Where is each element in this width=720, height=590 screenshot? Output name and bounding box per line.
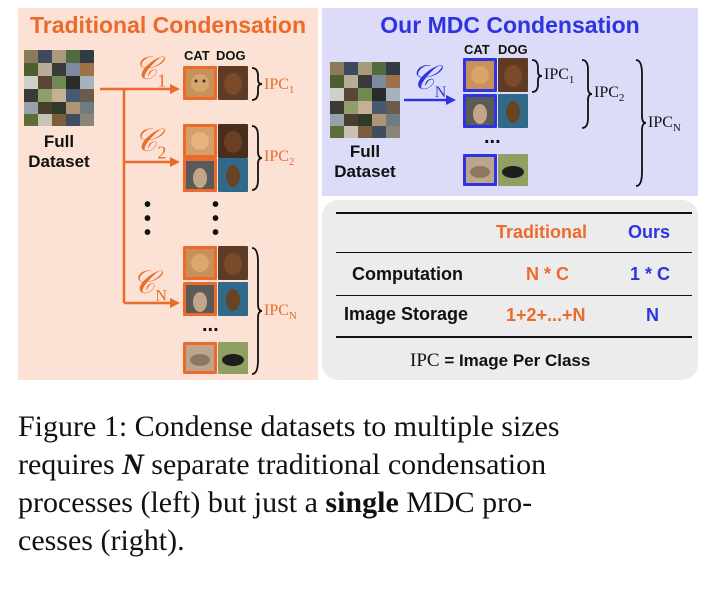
storage-ours: N (646, 305, 659, 325)
dog-label: DOG (216, 48, 246, 63)
ipc1-label: IPC1 (544, 66, 575, 87)
mdc-condenser-cn: 𝒞N (410, 60, 447, 101)
cat-image (463, 94, 497, 128)
caption-line-3: processes (left) but just a single MDC p… (18, 484, 702, 522)
row-label-computation: Computation (352, 264, 463, 284)
condenser-c1: 𝒞1 (134, 50, 167, 91)
cat-image (183, 158, 217, 192)
ipc1-label: IPC1 (264, 76, 295, 97)
ellipsis: ... (484, 126, 501, 148)
cat-image (463, 154, 497, 186)
ipc2-brace (581, 59, 593, 129)
ipc-footnote-text: = Image Per Class (444, 351, 591, 370)
ipc1-brace (251, 67, 263, 101)
computation-traditional: N * C (526, 264, 570, 284)
dog-image (498, 94, 528, 128)
caption-line-2-post: separate traditional condensation (151, 448, 547, 481)
caption-line-4: cesses (right). (18, 524, 185, 557)
ipc2-label: IPC2 (264, 148, 295, 169)
caption-line-2: requires N separate traditional condensa… (18, 446, 702, 484)
cat-image (183, 282, 217, 316)
dog-image (218, 66, 248, 100)
full-dataset-label-line2: Dataset (28, 152, 90, 171)
dog-label: DOG (498, 42, 528, 57)
row-label-image-storage: Image Storage (344, 304, 469, 324)
cat-image (183, 124, 217, 158)
vertical-ellipsis-cat: ••• (144, 194, 152, 244)
cat-image (183, 246, 217, 280)
full-dataset-label-line1: Full (43, 132, 75, 151)
full-dataset-label-line2: Dataset (334, 162, 396, 181)
figure-caption: Figure 1: Condense datasets to multiple … (18, 408, 702, 560)
caption-single: single (325, 486, 399, 519)
caption-line-2-pre: requires (18, 448, 115, 481)
condenser-cn: 𝒞N (132, 264, 167, 305)
cat-label: CAT (464, 42, 490, 57)
traditional-title: Traditional Condensation (29, 12, 306, 38)
caption-line-3-post: MDC pro- (406, 486, 533, 519)
comparison-table-panel (322, 200, 698, 380)
dog-image (218, 124, 248, 158)
ipc2-label: IPC2 (594, 84, 625, 105)
cat-image (183, 342, 217, 374)
full-dataset-mosaic (24, 50, 94, 126)
table-bottom-rule (336, 336, 692, 338)
table-top-rule (336, 212, 692, 214)
full-dataset-label: Full Dataset (324, 142, 406, 182)
caption-line-1: Figure 1: Condense datasets to multiple … (18, 410, 560, 443)
cat-image (183, 66, 217, 100)
ipcn-brace (251, 247, 263, 375)
caption-n: N (122, 448, 144, 481)
dog-image (218, 282, 248, 316)
ipc1-brace (531, 59, 543, 93)
ipcn-label: IPCN (648, 114, 681, 135)
header-traditional: Traditional (496, 222, 588, 242)
computation-ours: 1 * C (630, 264, 671, 284)
ipc-footnote-abbr: IPC (410, 350, 440, 371)
ipcn-brace (635, 59, 647, 187)
caption-line-3-pre: processes (left) but just a (18, 486, 318, 519)
ipc-footnote: IPC = Image Per Class (410, 350, 590, 372)
header-ours: Ours (628, 222, 671, 242)
table-mid-rule (336, 295, 692, 296)
full-dataset-mosaic (330, 62, 400, 138)
ipcn-label: IPCN (264, 302, 297, 323)
dog-image (498, 58, 528, 92)
dog-image (218, 158, 248, 192)
dog-image (498, 154, 528, 186)
table-header-rule (336, 252, 692, 253)
mdc-title: Our MDC Condensation (380, 12, 640, 38)
cat-image (463, 58, 497, 92)
ellipsis: ... (202, 314, 219, 336)
vertical-ellipsis-dog: ••• (212, 194, 220, 244)
dog-image (218, 342, 248, 374)
ipc2-brace (251, 125, 263, 191)
cat-label: CAT (184, 48, 210, 63)
dog-image (218, 246, 248, 280)
condenser-c2: 𝒞2 (134, 122, 167, 163)
full-dataset-label: Full Dataset (18, 132, 100, 172)
storage-traditional: 1+2+...+N (506, 305, 586, 325)
full-dataset-label-line1: Full (349, 142, 381, 161)
